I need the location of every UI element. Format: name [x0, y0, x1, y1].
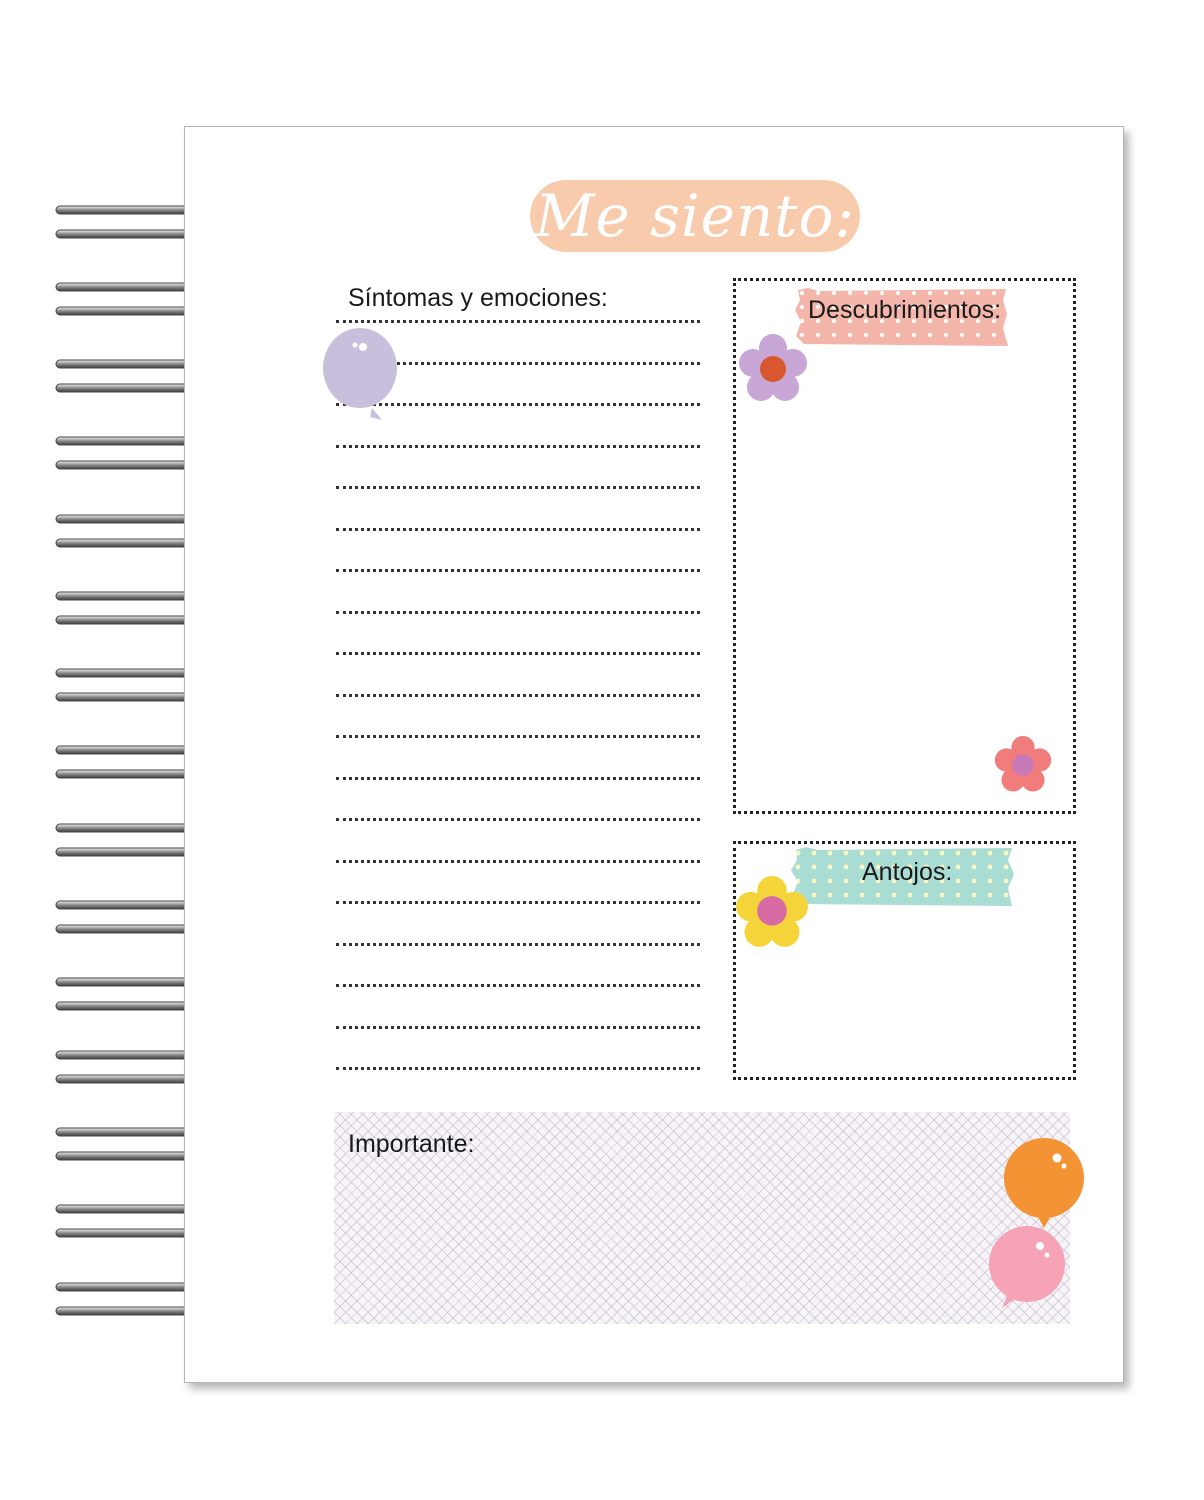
- write-line[interactable]: [336, 735, 700, 738]
- balloon-orange-icon: [1004, 1138, 1084, 1228]
- cravings-box[interactable]: [733, 841, 1076, 1080]
- flower-coral-icon: [994, 736, 1052, 792]
- flower-lilac-icon: [739, 334, 807, 401]
- cravings-tape: [791, 847, 1014, 906]
- page-title: Me siento:: [535, 182, 855, 250]
- write-line[interactable]: [336, 362, 700, 365]
- discoveries-tape: [795, 288, 1008, 346]
- write-line[interactable]: [336, 611, 700, 614]
- write-line[interactable]: [336, 818, 700, 821]
- discoveries-label: Descubrimientos:: [808, 296, 1002, 324]
- write-line[interactable]: [336, 943, 700, 946]
- write-line[interactable]: [336, 445, 700, 448]
- write-line[interactable]: [336, 901, 700, 904]
- write-line[interactable]: [336, 528, 700, 531]
- write-line[interactable]: [336, 403, 700, 406]
- important-label: Importante:: [348, 1130, 475, 1158]
- write-line[interactable]: [336, 569, 700, 572]
- balloon-lilac-icon: [323, 328, 397, 420]
- write-line[interactable]: [336, 320, 700, 323]
- write-line[interactable]: [336, 486, 700, 489]
- flower-yellow-icon: [736, 876, 808, 947]
- title-badge: [530, 180, 860, 252]
- discoveries-box[interactable]: [733, 278, 1076, 814]
- write-line[interactable]: [336, 984, 700, 987]
- symptoms-label: Síntomas y emociones:: [348, 284, 608, 312]
- write-line[interactable]: [336, 777, 700, 780]
- write-line[interactable]: [336, 1067, 700, 1070]
- write-line[interactable]: [336, 694, 700, 697]
- cravings-label: Antojos:: [862, 858, 953, 886]
- write-line[interactable]: [336, 652, 700, 655]
- balloon-pink-icon: [989, 1226, 1065, 1308]
- write-line[interactable]: [336, 860, 700, 863]
- write-line[interactable]: [336, 1026, 700, 1029]
- important-area[interactable]: [334, 1112, 1070, 1324]
